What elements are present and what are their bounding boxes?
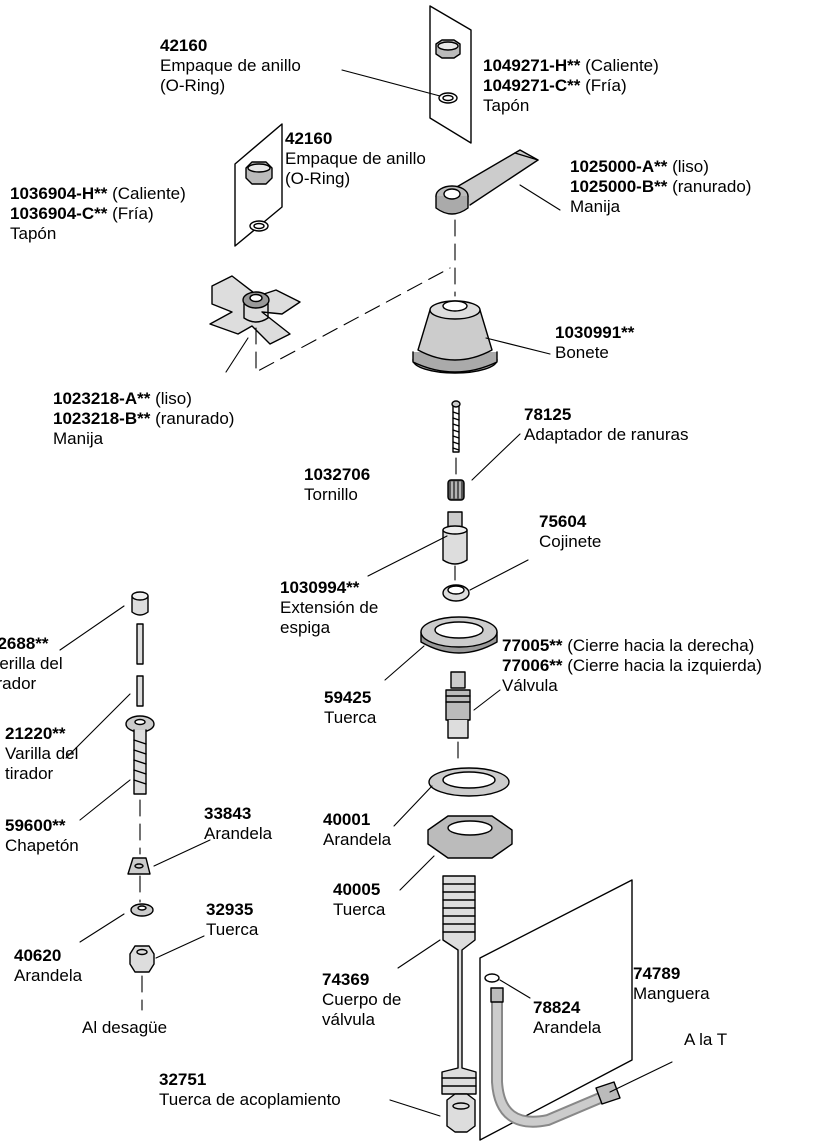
label-32751: 32751 Tuerca de acoplamiento bbox=[159, 1070, 341, 1109]
label-1030991: 1030991** Bonete bbox=[555, 323, 635, 362]
label-78824: 78824 Arandela bbox=[533, 998, 602, 1037]
label-59600: 59600** Chapetón bbox=[5, 816, 79, 855]
knob-42688 bbox=[131, 591, 149, 616]
panel-1036904 bbox=[234, 123, 283, 247]
cap-1049271 bbox=[435, 39, 461, 59]
label-42688: 42688** Perilla del tirador bbox=[0, 634, 63, 693]
valve-77005 bbox=[445, 671, 471, 739]
washer-78824 bbox=[484, 973, 500, 983]
label-78125: 78125 Adaptador de ranuras bbox=[524, 405, 689, 444]
label-74789: 74789 Manguera bbox=[633, 964, 710, 1003]
nut-59425 bbox=[420, 616, 498, 654]
label-32935: 32935 Tuerca bbox=[206, 900, 259, 939]
label-1036904: 1036904-H** (Caliente) 1036904-C** (Fría… bbox=[10, 184, 186, 243]
stem-extension-1030994 bbox=[442, 511, 468, 565]
nut-32935 bbox=[129, 945, 155, 973]
label-1025000: 1025000-A** (liso) 1025000-B** (ranurado… bbox=[570, 157, 752, 216]
panel-1049271 bbox=[429, 5, 472, 144]
label-42160-mid: 42160 Empaque de anillo (O-Ring) bbox=[285, 129, 426, 188]
nut-40005 bbox=[427, 815, 513, 859]
label-1032706: 1032706 Tornillo bbox=[304, 465, 371, 504]
lever-handle-1025000 bbox=[435, 149, 539, 215]
label-21220: 21220** Varilla del tirador bbox=[5, 724, 79, 783]
label-tee: A la T bbox=[684, 1030, 728, 1049]
label-1030994: 1030994** Extensión de espiga bbox=[280, 578, 379, 637]
screw-1032706 bbox=[451, 400, 461, 453]
label-40005: 40005 Tuerca bbox=[333, 880, 386, 919]
label-77005: 77005** (Cierre hacia la derecha) 77006*… bbox=[502, 636, 762, 695]
oring-42160-top bbox=[438, 92, 458, 104]
valve-body-74369 bbox=[441, 875, 477, 1095]
washer-33843 bbox=[127, 857, 151, 875]
rod-21220-lower bbox=[136, 675, 144, 707]
label-75604: 75604 Cojinete bbox=[539, 512, 602, 551]
label-40620: 40620 Arandela bbox=[14, 946, 83, 985]
label-1023218: 1023218-A** (liso) 1023218-B** (ranurado… bbox=[53, 389, 235, 448]
coupling-nut-32751 bbox=[446, 1093, 476, 1133]
bonnet-1030991 bbox=[412, 300, 498, 374]
panel-74789 bbox=[479, 879, 633, 1141]
label-1049271: 1049271-H** (Caliente) 1049271-C** (Fría… bbox=[483, 56, 659, 115]
rod-21220-upper bbox=[136, 623, 144, 665]
spline-adapter-78125 bbox=[447, 479, 465, 501]
flange-59600 bbox=[125, 715, 155, 795]
oring-42160-mid bbox=[249, 220, 269, 232]
cross-handle-1023218 bbox=[209, 275, 301, 345]
label-42160-top: 42160 Empaque de anillo (O-Ring) bbox=[160, 36, 301, 95]
hose-74789 bbox=[490, 987, 621, 1128]
label-33843: 33843 Arandela bbox=[204, 804, 273, 843]
label-40001: 40001 Arandela bbox=[323, 810, 392, 849]
label-59425: 59425 Tuerca bbox=[324, 688, 377, 727]
label-74369: 74369 Cuerpo de válvula bbox=[322, 970, 402, 1029]
cap-1036904 bbox=[245, 161, 273, 185]
label-drain: Al desagüe bbox=[82, 1018, 168, 1037]
